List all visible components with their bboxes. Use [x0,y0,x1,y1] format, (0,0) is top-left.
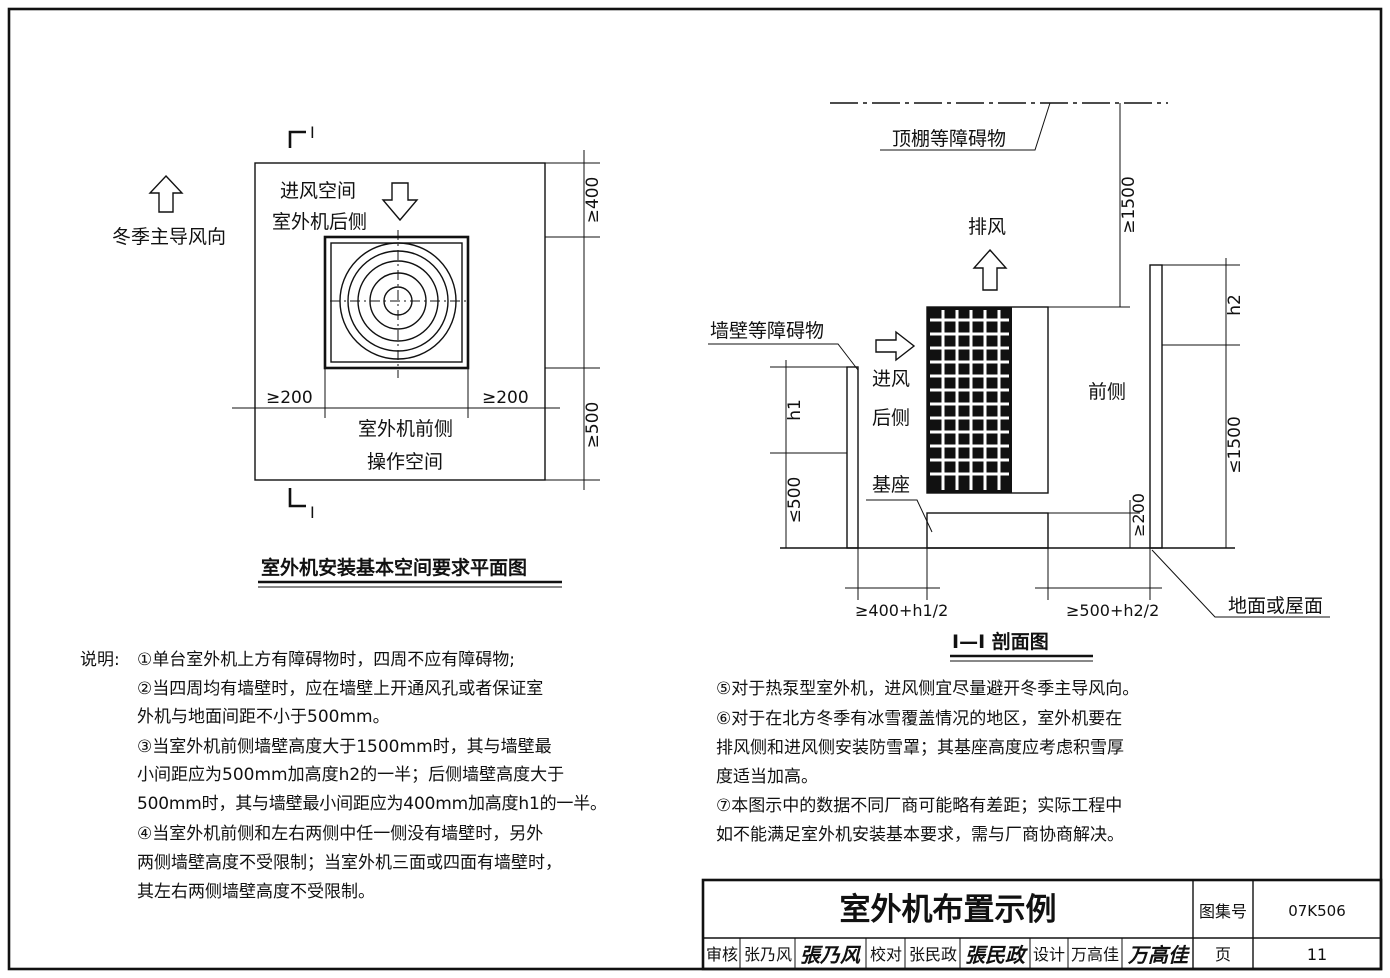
reviewer-signature: 張乃风 [800,943,862,967]
review-label: 审核 [706,945,738,964]
note-line: ④当室外机前侧和左右两侧中任一侧没有墙壁时，另外 [137,824,543,844]
plan-dim-bottom: ≥500 [583,402,603,449]
section-mark-bottom-label: I [310,503,315,522]
title-block: 室外机布置示例 图集号 07K506 页 11 审核 张乃风 張乃风 校对 张民… [701,878,1383,971]
page-number: 11 [1307,945,1327,964]
section-dim-right-gap: ≥500+h2/2 [1066,601,1159,620]
notes: 说明: ①单台室外机上方有障碍物时，四周不应有障碍物; ②当四周均有墙壁时，应在… [80,650,1139,902]
reviewer-name: 张乃风 [744,945,792,964]
wind-direction-arrow-icon [148,174,184,213]
section-mark-top-label: I [310,123,315,142]
unit-front-label: 室外机前侧 [358,418,453,440]
checker-name: 张民政 [909,945,957,964]
section-dim-top: ≥1500 [1119,176,1139,234]
intake-label: 进风 [872,368,910,390]
section-dim-base: ≥200 [1129,493,1148,537]
base-block [926,512,1049,549]
exhaust-label: 排风 [968,216,1006,238]
intake-space-label: 进风空间 [280,180,356,202]
outdoor-unit-section [926,306,1049,549]
outdoor-unit-plan [323,230,470,378]
note-line: ⑦本图示中的数据不同厂商可能略有差距；实际工程中 [716,796,1122,816]
designer-name: 万高佳 [1071,945,1119,964]
atlas-label: 图集号 [1199,902,1247,921]
plan-dim-top: ≥400 [583,177,603,224]
base-label: 基座 [872,474,910,496]
intake-arrow-icon [381,182,419,222]
atlas-number: 07K506 [1288,902,1346,920]
section-view: 顶棚等障碍物 ≥1500 排风 前侧 墙壁等障碍物 [708,102,1330,662]
wall-label: 墙壁等障碍物 [710,320,824,342]
note-line: 外机与地面间距不小于500mm。 [137,707,390,727]
check-label: 校对 [870,945,902,964]
operation-space-label: 操作空间 [367,451,443,473]
note-line: ①单台室外机上方有障碍物时，四周不应有障碍物; [137,650,515,670]
note-line: ⑥对于在北方冬季有冰雪覆盖情况的地区，室外机要在 [716,709,1122,729]
section-dim-right-height: ≤1500 [1225,416,1245,474]
exhaust-arrow-icon [972,248,1008,291]
clearance-zone [254,162,546,481]
front-wall [1149,264,1163,549]
rear-wall [846,366,859,549]
section-mark-top [288,130,306,148]
note-line: ②当四周均有墙壁时，应在墙壁上开通风孔或者保证室 [137,679,543,699]
intake-arrow-section-icon [875,330,916,362]
checker-signature: 張民政 [965,943,1028,967]
section-dim-left-height: ≤500 [785,477,805,524]
page-label: 页 [1215,945,1231,964]
designer-signature: 万高佳 [1127,943,1190,967]
plan-view: I I 冬季主导风向 进风空间 室外机后侧 ≥400 ≥500 [112,123,603,588]
note-line: 其左右两侧墙壁高度不受限制。 [137,882,375,902]
ground-label: 地面或屋面 [1228,595,1323,617]
unit-rear-label: 室外机后侧 [272,211,367,233]
note-line: 小间距应为500mm加高度h2的一半；后侧墙壁高度大于 [137,765,564,785]
note-line: 500mm时，其与墙壁最小间距应为400mm加高度h1的一半。 [137,794,607,814]
wind-direction-label: 冬季主导风向 [112,226,226,248]
front-label: 前侧 [1088,381,1126,403]
note-line: 排风侧和进风侧安装防雪罩；其基座高度应考虑积雪厚 [716,738,1124,758]
note-line: 度适当加高。 [716,767,818,787]
sheet-border [7,7,1383,971]
note-line: ③当室外机前侧墙壁高度大于1500mm时，其与墙壁最 [137,737,552,757]
rear-label: 后侧 [872,407,910,429]
design-label: 设计 [1033,945,1065,964]
note-line: 如不能满足室外机安装基本要求，需与厂商协商解决。 [716,825,1124,845]
plan-dim-left: ≥200 [266,388,313,408]
plan-dim-right: ≥200 [482,388,529,408]
plan-title: 室外机安装基本空间要求平面图 [261,556,527,579]
dim-h2: h2 [1225,294,1245,316]
section-title: I—I 剖面图 [952,630,1049,653]
notes-label: 说明: [80,650,120,670]
section-mark-bottom [288,488,306,508]
ceiling-label: 顶棚等障碍物 [892,128,1006,150]
note-line: ⑤对于热泵型室外机，进风侧宜尽量避开冬季主导风向。 [716,679,1139,699]
section-dim-left-gap: ≥400+h1/2 [855,601,948,620]
note-line: 两侧墙壁高度不受限制；当室外机三面或四面有墙壁时， [137,853,562,873]
dim-h1: h1 [785,399,805,421]
drawing-title: 室外机布置示例 [840,892,1057,928]
